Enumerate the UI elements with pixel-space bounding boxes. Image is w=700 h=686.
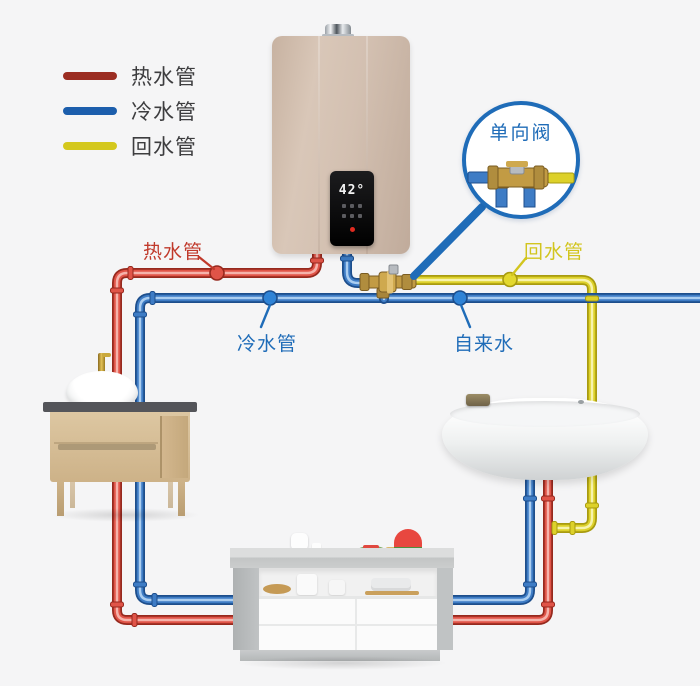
island-front — [259, 568, 437, 650]
island-plinth — [240, 650, 440, 661]
tap-water-label: 自来水 — [454, 334, 515, 355]
basin-drain — [578, 400, 584, 404]
return-pipe-marker-dot — [502, 271, 518, 288]
watermelon-slices — [363, 545, 379, 550]
cold-pipe-label: 冷水管 — [237, 334, 298, 355]
cold-pipe-marker-dot — [262, 290, 278, 306]
check-valve-illustration — [467, 161, 575, 208]
temperature-readout: 42° — [338, 183, 366, 198]
plate-stack — [371, 578, 411, 591]
teacup — [312, 543, 321, 551]
vanity-body — [50, 412, 190, 482]
island-side-panel — [233, 568, 259, 650]
island-countertop — [230, 548, 454, 568]
legend-item-cold: 冷水管 — [63, 96, 197, 126]
cold-pipe-legend-swatch — [63, 107, 117, 115]
check-valve — [359, 264, 417, 299]
hot-pipe-label: 热水管 — [143, 242, 204, 263]
vanity-door — [160, 416, 188, 478]
label-leader-lines — [197, 255, 528, 329]
heater-vent-base — [322, 34, 354, 37]
legend-item-hot: 热水管 — [63, 61, 197, 91]
tap-water-marker-dot — [452, 290, 468, 306]
power-button-icon — [349, 227, 355, 232]
teapot — [291, 533, 308, 551]
island-side-panel — [437, 568, 453, 650]
basin-faucet-icon — [466, 394, 490, 406]
vanity-countertop — [43, 402, 197, 412]
callout-pointer — [410, 203, 486, 280]
legend-item-return: 回水管 — [63, 131, 197, 161]
return-pipe-label: 回水管 — [524, 242, 585, 263]
serving-tray — [365, 591, 419, 595]
jar — [329, 580, 345, 595]
pipe-fittings — [110, 255, 599, 627]
wash-basin — [442, 394, 648, 480]
display-icons — [342, 204, 362, 208]
return-pipe-legend-swatch — [63, 142, 117, 150]
canister — [297, 574, 317, 595]
legend-label: 冷水管 — [131, 101, 197, 124]
heater-flue-vent-icon — [325, 24, 351, 37]
vanity-faucet-icon — [98, 353, 111, 375]
check-valve-callout: 单向阀 — [462, 101, 580, 219]
island-open-shelf — [259, 568, 437, 596]
legend-label: 回水管 — [131, 136, 197, 159]
wood-bowl — [263, 584, 291, 594]
legend-label: 热水管 — [131, 66, 197, 89]
heater-display: 42° — [330, 171, 374, 246]
check-valve-label: 单向阀 — [489, 123, 553, 144]
display-icons — [342, 214, 362, 218]
hot-pipe-legend-swatch — [63, 72, 117, 80]
